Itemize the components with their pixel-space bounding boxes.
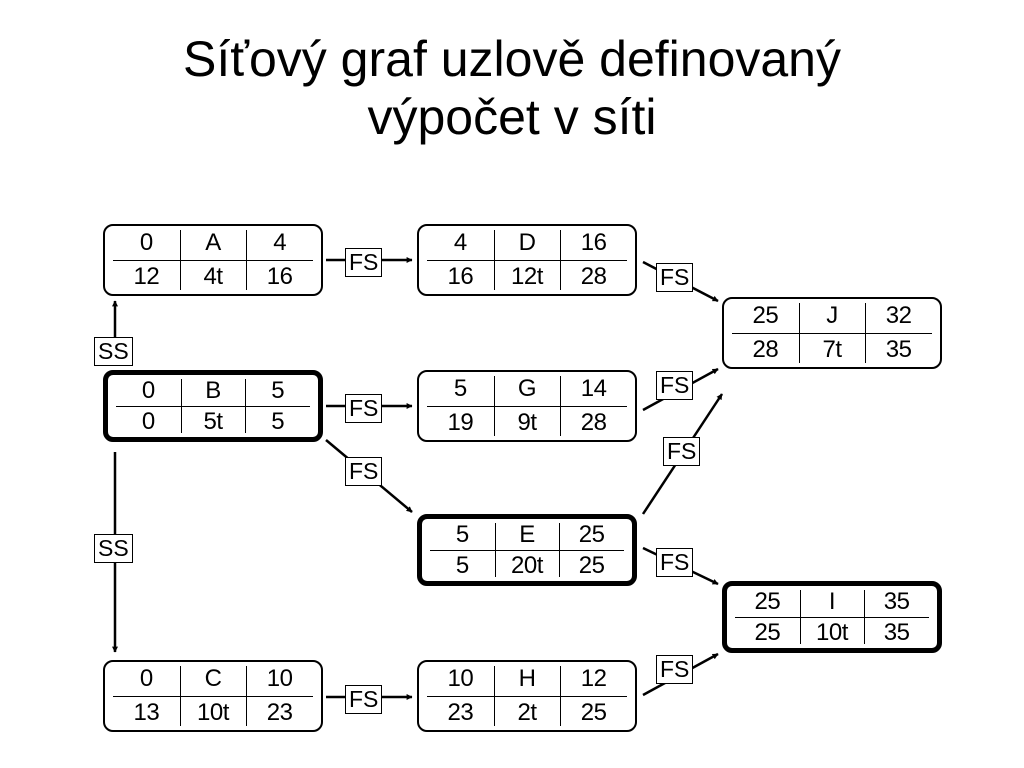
earliest-start: 0 [139, 665, 153, 692]
link-type-label-e-j: FS [663, 437, 701, 466]
earliest-start: 4 [453, 229, 467, 256]
duration: 7t [822, 336, 842, 363]
activity-name: G [517, 375, 537, 402]
title-line-1: Síťový graf uzlově definovaný [182, 31, 841, 87]
link-type-label-g-j: FS [656, 371, 694, 400]
latest-start: 23 [447, 699, 474, 726]
activity-name: C [204, 665, 222, 692]
duration: 2t [517, 699, 537, 726]
latest-finish: 23 [266, 699, 293, 726]
duration: 5t [203, 407, 223, 435]
activity-node-c: 0 C 10 13 10t 23 [103, 660, 323, 732]
activity-node-a: 0 A 4 12 4t 16 [103, 224, 323, 296]
activity-name: E [519, 520, 535, 548]
duration: 10t [816, 618, 848, 646]
latest-finish: 25 [580, 699, 607, 726]
earliest-start: 25 [754, 587, 781, 615]
earliest-start: 5 [453, 375, 467, 402]
activity-node-g: 5 G 14 19 9t 28 [417, 370, 637, 442]
latest-finish: 16 [266, 263, 293, 290]
earliest-finish: 12 [580, 665, 607, 692]
link-type-label-h-i: FS [656, 655, 694, 684]
latest-finish: 25 [578, 551, 605, 579]
earliest-start: 5 [455, 520, 469, 548]
activity-name: D [518, 229, 536, 256]
latest-start: 28 [752, 336, 779, 363]
latest-start: 12 [133, 263, 160, 290]
earliest-finish: 16 [580, 229, 607, 256]
link-type-label-e-i: FS [656, 548, 694, 577]
latest-start: 0 [141, 407, 155, 435]
activity-node-b: 0 B 5 0 5t 5 [103, 370, 323, 442]
earliest-finish: 32 [885, 302, 912, 329]
earliest-finish: 14 [580, 375, 607, 402]
link-type-label-b-e: FS [345, 457, 383, 486]
latest-finish: 28 [580, 263, 607, 290]
activity-name: H [518, 665, 536, 692]
earliest-finish: 25 [578, 520, 605, 548]
duration: 10t [197, 699, 229, 726]
earliest-start: 25 [752, 302, 779, 329]
latest-start: 16 [447, 263, 474, 290]
latest-start: 5 [455, 551, 469, 579]
duration: 9t [517, 409, 537, 436]
activity-name: I [828, 587, 836, 615]
link-type-label-c-h: FS [345, 685, 383, 714]
activity-name: A [205, 229, 221, 256]
latest-finish: 35 [885, 336, 912, 363]
duration: 20t [511, 551, 543, 579]
activity-node-j: 25 J 32 28 7t 35 [722, 297, 942, 369]
latest-finish: 35 [883, 618, 910, 646]
earliest-start: 10 [447, 665, 474, 692]
earliest-start: 0 [141, 376, 155, 404]
earliest-finish: 35 [883, 587, 910, 615]
activity-node-i: 25 I 35 25 10t 35 [722, 581, 942, 653]
latest-finish: 5 [271, 407, 285, 435]
slide-title: Síťový graf uzlově definovaný výpočet v … [0, 30, 1024, 146]
activity-node-d: 4 D 16 16 12t 28 [417, 224, 637, 296]
earliest-start: 0 [139, 229, 153, 256]
earliest-finish: 5 [271, 376, 285, 404]
latest-start: 25 [754, 618, 781, 646]
link-type-label-b-a: SS [94, 337, 133, 366]
title-line-2: výpočet v síti [367, 89, 657, 145]
latest-finish: 28 [580, 409, 607, 436]
activity-node-e: 5 E 25 5 20t 25 [417, 514, 637, 586]
duration: 12t [511, 263, 543, 290]
activity-name: B [205, 376, 221, 404]
link-type-label-a-d: FS [345, 248, 383, 277]
activity-name: J [826, 302, 838, 329]
earliest-finish: 4 [273, 229, 287, 256]
link-type-label-b-c: SS [94, 534, 133, 563]
duration: 4t [203, 263, 223, 290]
latest-start: 13 [133, 699, 160, 726]
activity-node-h: 10 H 12 23 2t 25 [417, 660, 637, 732]
link-type-label-d-j: FS [656, 263, 694, 292]
link-type-label-b-g: FS [345, 394, 383, 423]
earliest-finish: 10 [266, 665, 293, 692]
latest-start: 19 [447, 409, 474, 436]
